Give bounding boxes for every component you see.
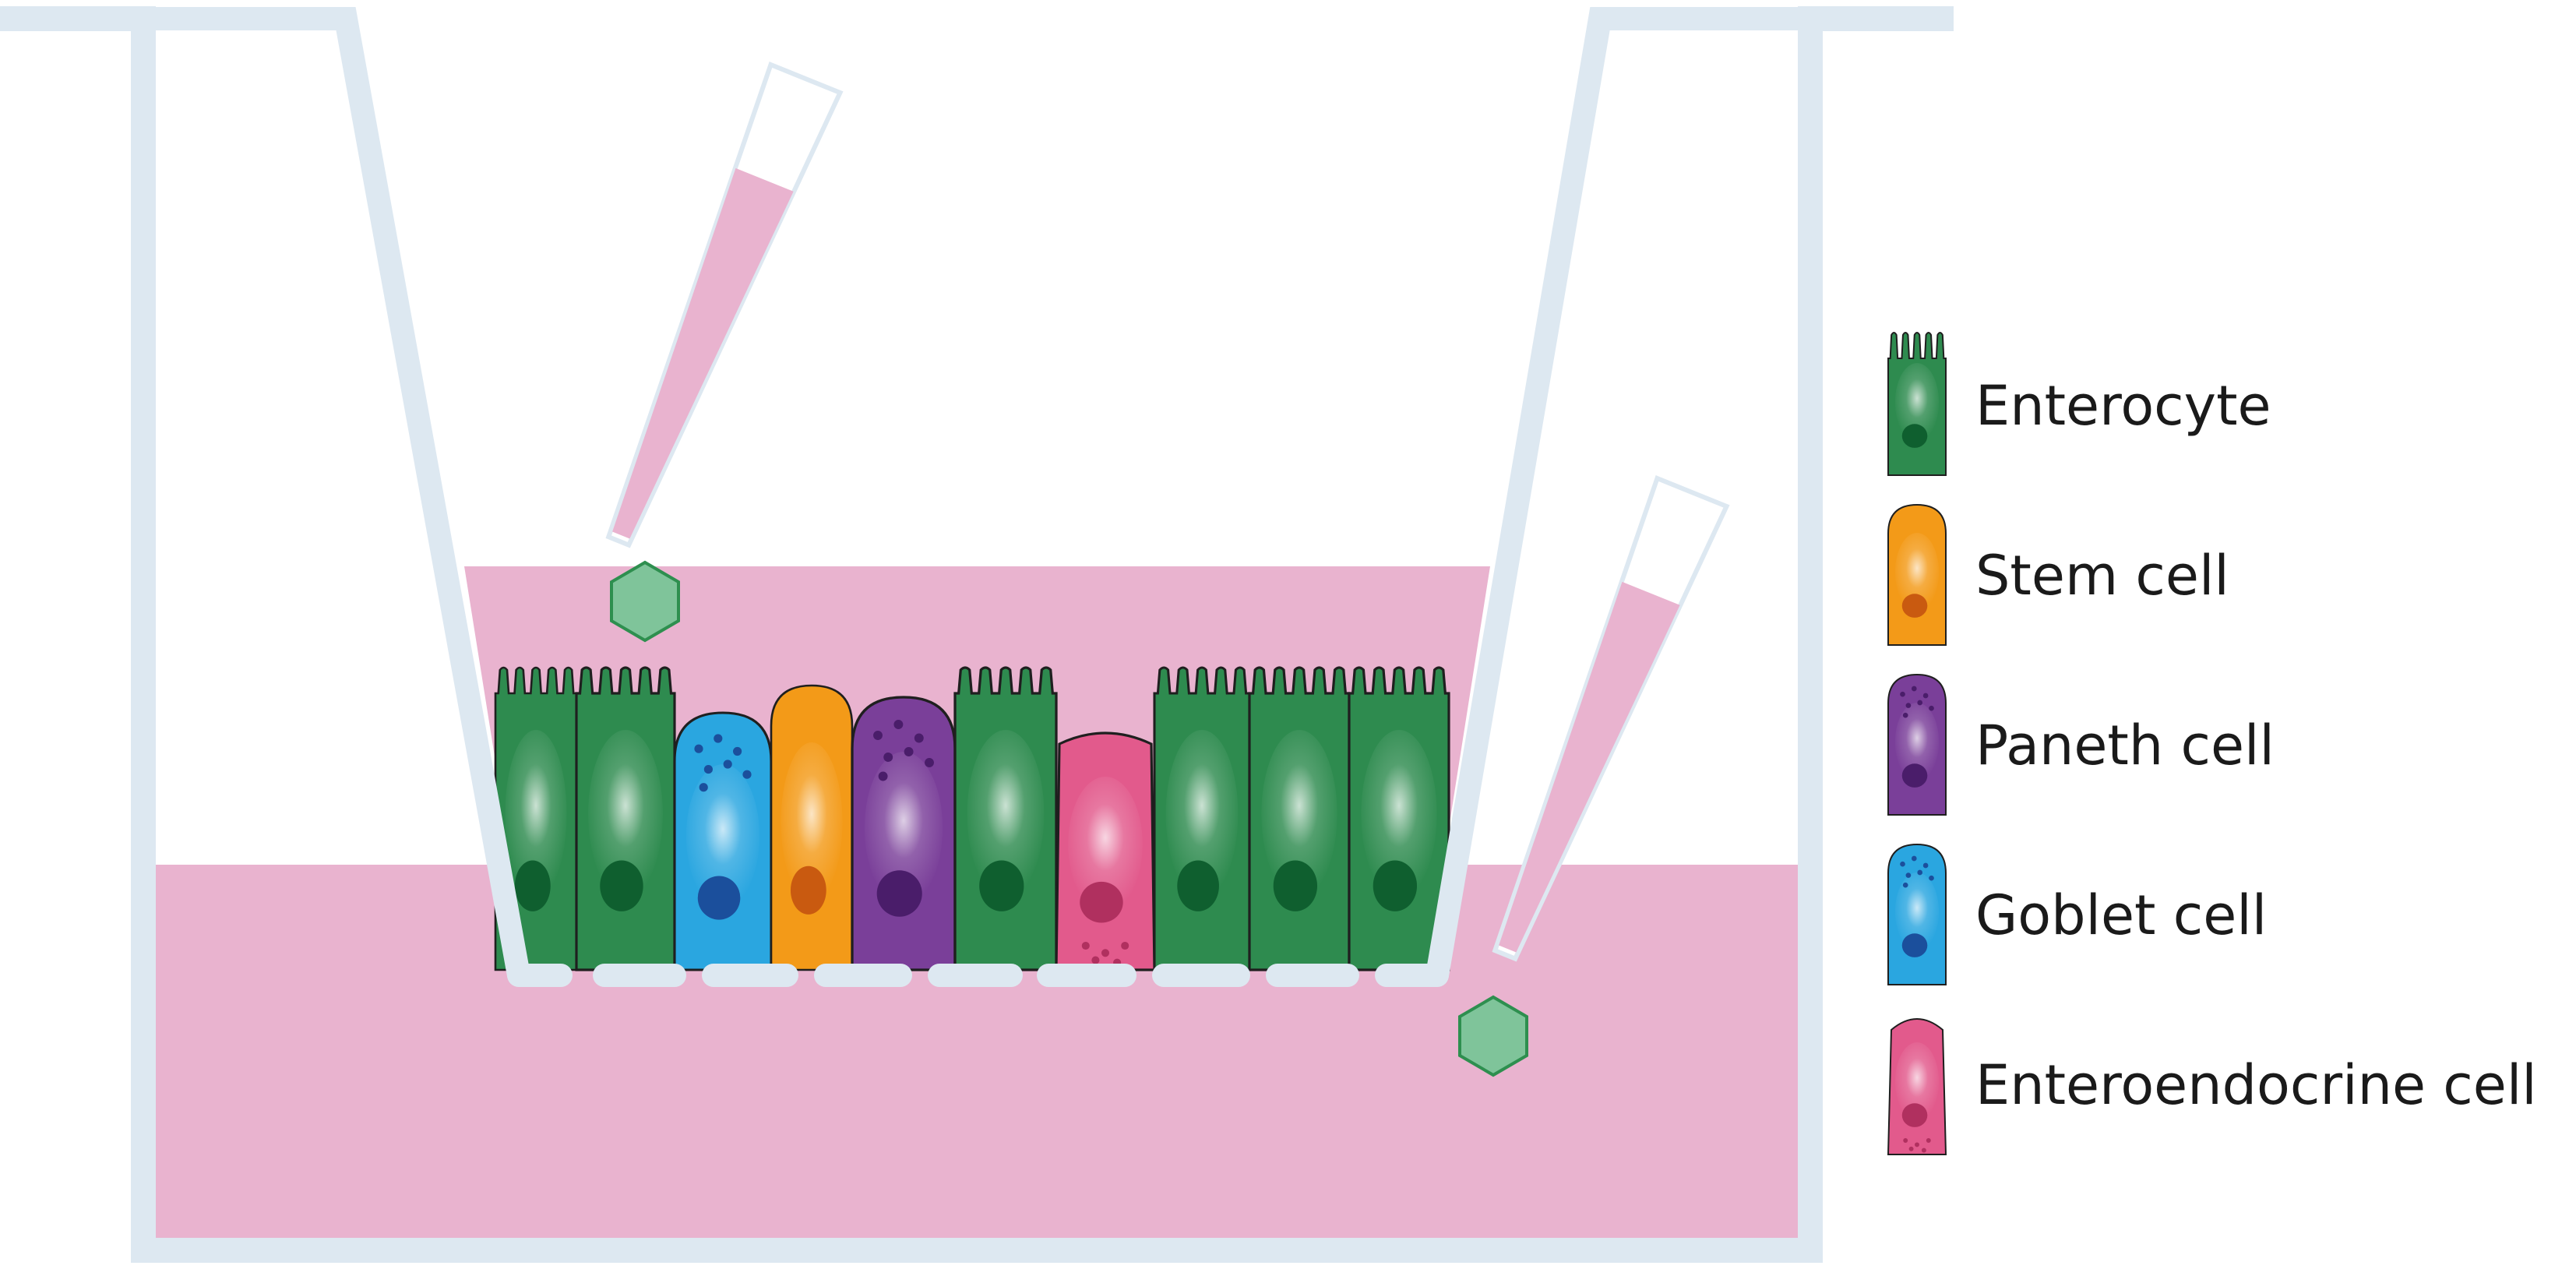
hexagon-icon	[1458, 995, 1528, 1077]
nucleus	[979, 860, 1024, 911]
enterocyte-cell	[575, 666, 676, 971]
enteroendocrine-cell	[1055, 731, 1156, 971]
goblet-cell-icon	[1887, 843, 1947, 985]
legend-label: Enterocyte	[1975, 374, 2271, 438]
nucleus	[1901, 424, 1928, 448]
paneth-cell	[851, 696, 957, 971]
legend-label: Goblet cell	[1975, 883, 2267, 947]
legend-item-stem: Stem cell	[1887, 503, 2229, 646]
legend-item-goblet: Goblet cell	[1887, 843, 2267, 985]
insert-wall-right	[1425, 6, 1954, 978]
legend-label: Paneth cell	[1975, 714, 2275, 777]
stem-cell-icon	[1887, 503, 1947, 646]
nucleus	[1901, 1103, 1928, 1127]
hexagon-icon	[610, 560, 680, 643]
nucleus	[876, 870, 922, 917]
nucleus	[697, 876, 741, 920]
transwell-insert	[0, 6, 1954, 987]
enteroendocrine-cell-icon	[1887, 1018, 1947, 1155]
paneth-cell-icon	[1887, 673, 1947, 816]
legend-item-enterocyte: Enterocyte	[1887, 332, 2271, 476]
nucleus	[1901, 933, 1928, 957]
legend-label: Stem cell	[1975, 544, 2229, 608]
enterocyte-cell	[953, 666, 1058, 971]
pipette-basolateral	[1492, 475, 1730, 962]
enterocyte-cell-icon	[1887, 332, 1947, 476]
nucleus	[1273, 860, 1318, 911]
enterocyte-cell	[1153, 666, 1251, 971]
legend-label: Enteroendocrine cell	[1975, 1053, 2537, 1117]
legend-item-enteroendocrine: Enteroendocrine cell	[1887, 1018, 2537, 1155]
nucleus	[514, 860, 551, 911]
nucleus	[1901, 594, 1928, 618]
enterocyte-cell	[1348, 666, 1450, 971]
goblet-cell	[673, 711, 773, 971]
cell-monolayer	[494, 666, 1450, 971]
nucleus	[790, 865, 826, 915]
enterocyte-cell	[1248, 666, 1351, 971]
nucleus	[1373, 860, 1418, 911]
nucleus	[1901, 763, 1928, 788]
nucleus	[1080, 881, 1123, 923]
pipette-apical	[605, 62, 844, 548]
nucleus	[1177, 860, 1219, 911]
stem-cell	[770, 684, 854, 971]
legend-item-paneth: Paneth cell	[1887, 673, 2275, 816]
nucleus	[600, 860, 643, 911]
insert-wall-left	[0, 7, 530, 978]
